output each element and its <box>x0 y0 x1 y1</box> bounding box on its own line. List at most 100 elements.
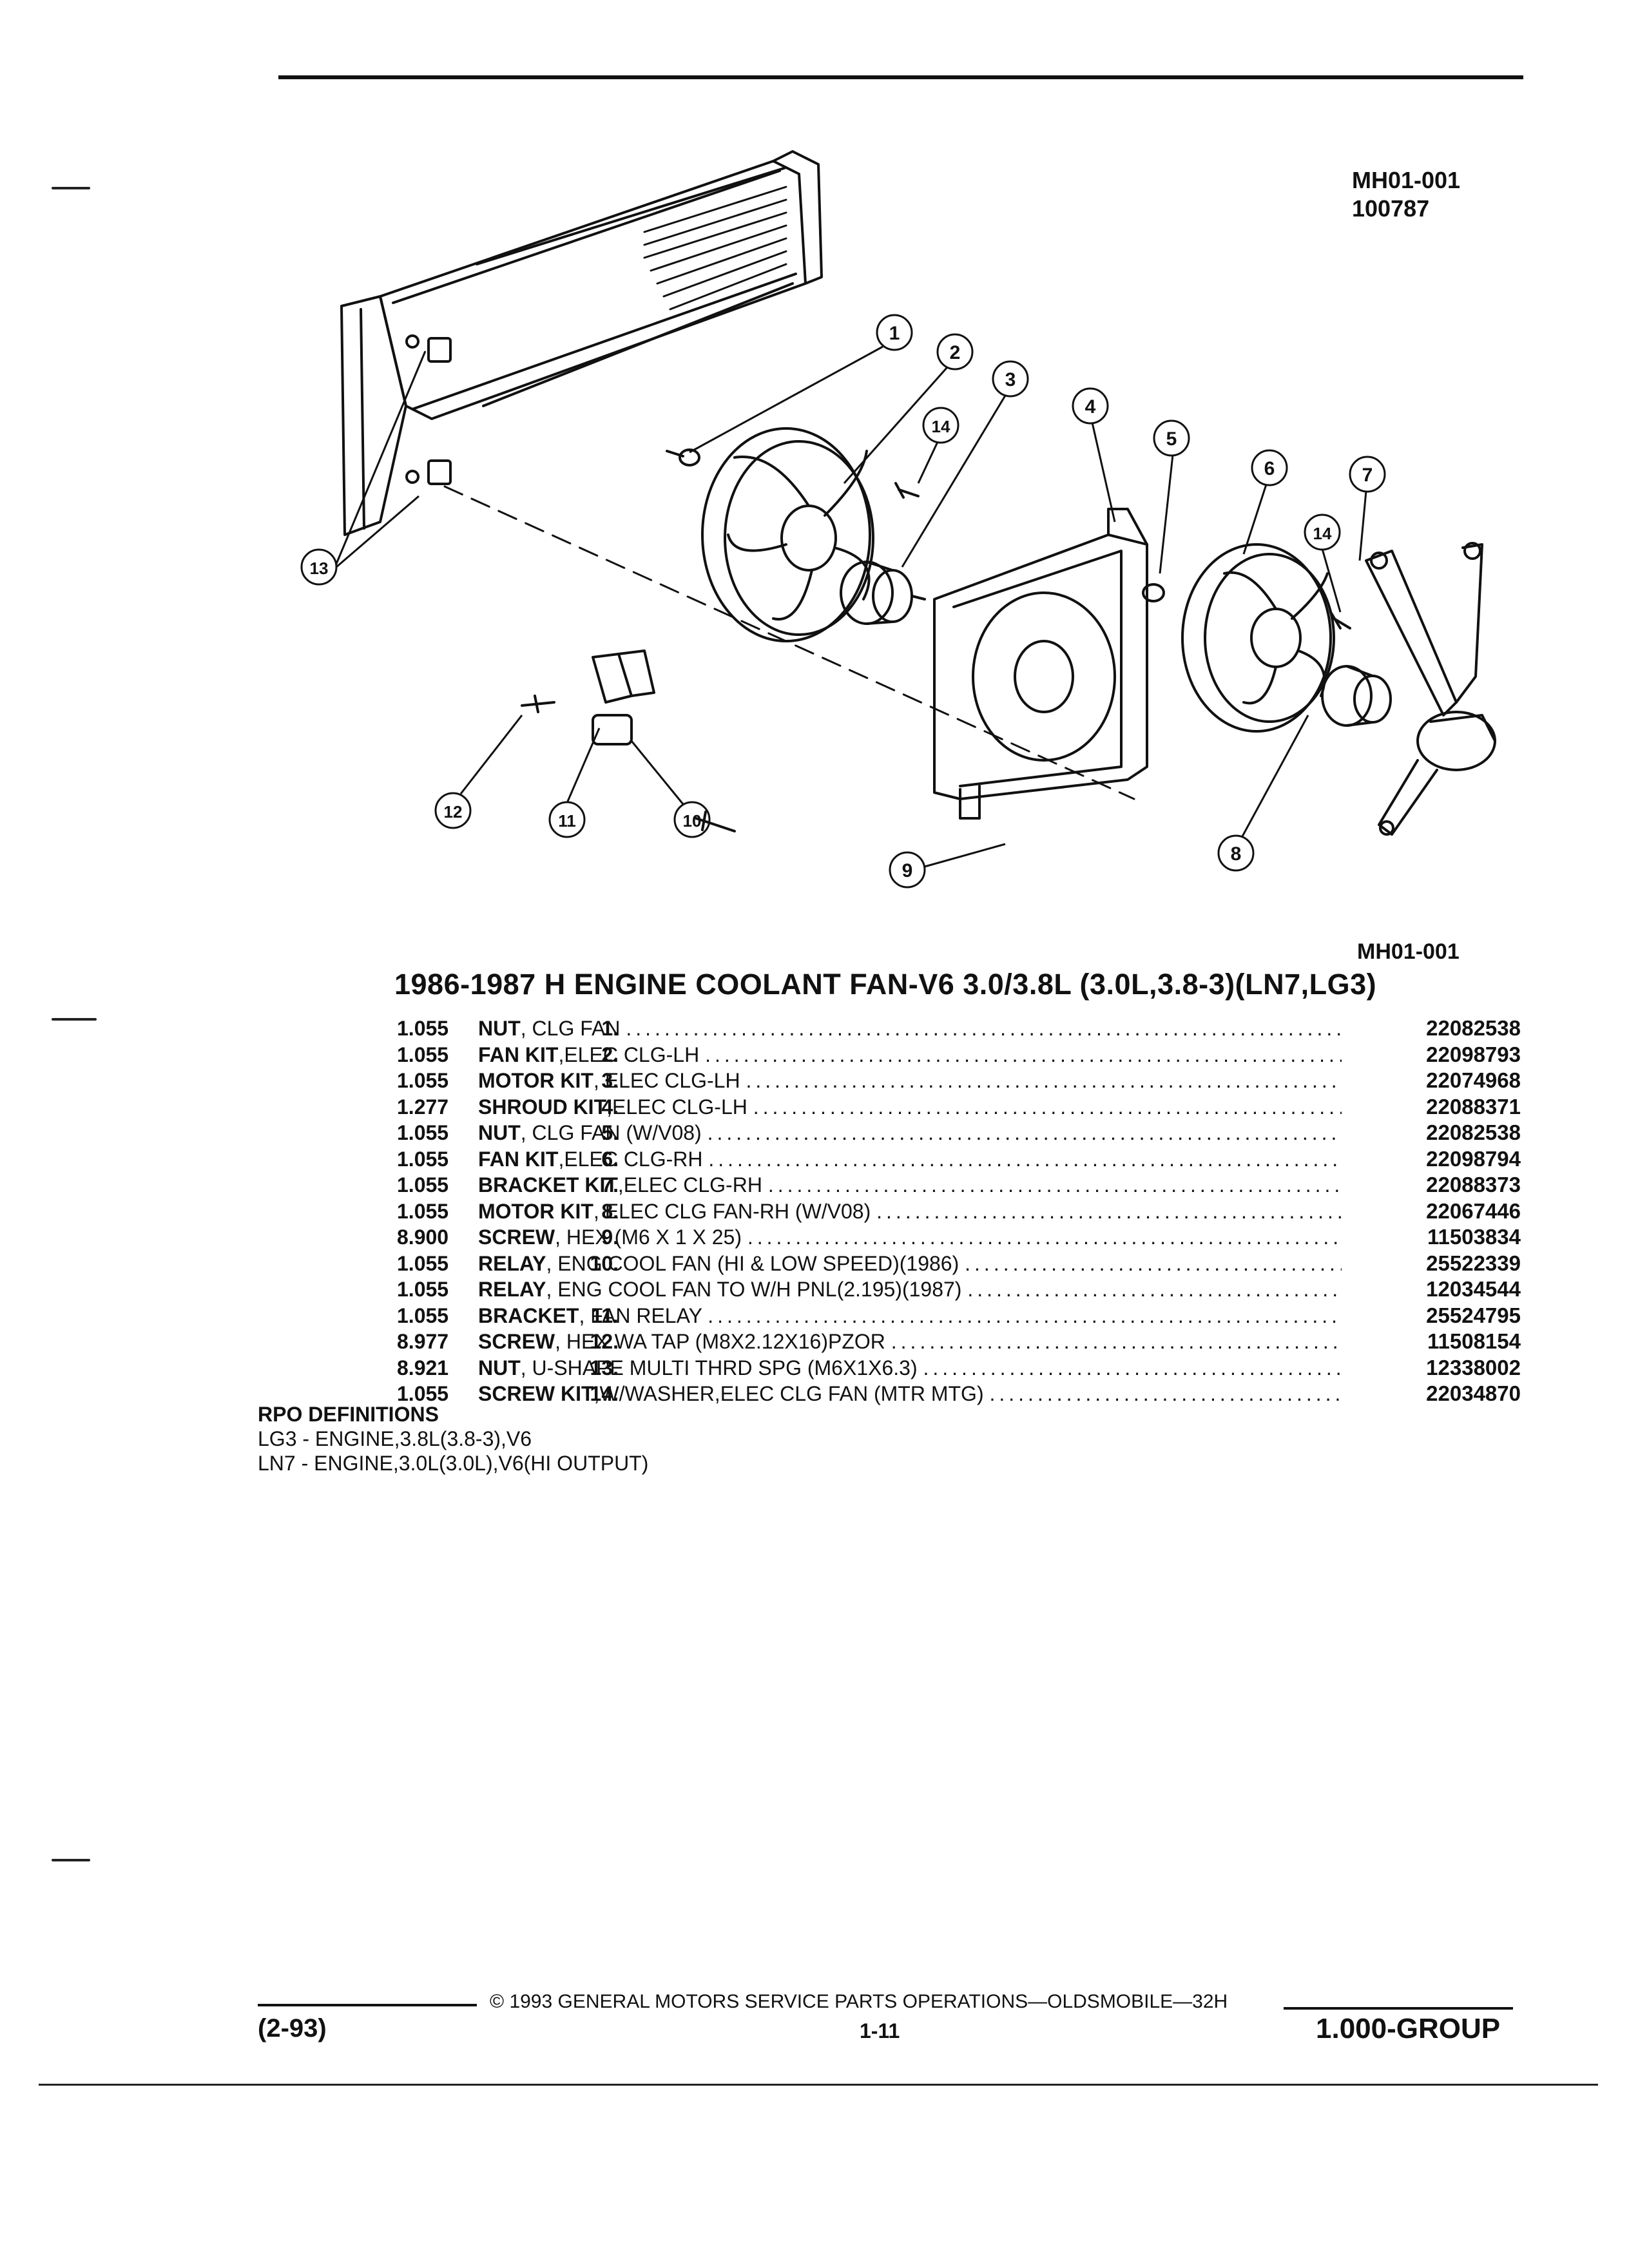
margin-mark <box>52 187 90 189</box>
part-number: 22098794 <box>1426 1146 1521 1171</box>
part-detail: , ENG COOL FAN TO W/H PNL(2.195)(1987) <box>546 1278 962 1301</box>
part-number: 25524795 <box>1426 1303 1521 1327</box>
part-qty: 1.055 <box>397 1382 449 1405</box>
part-index: 12. <box>590 1330 619 1353</box>
radiator <box>340 150 823 536</box>
callout-label: 1 <box>889 323 900 344</box>
dot-leader: ........................................… <box>626 1017 1342 1040</box>
part-row: 8. 1.055 MOTOR KIT, ELEC CLG FAN-RH (W/V08… <box>277 1198 1521 1225</box>
part-description: SCREW KIT,W/WASHER,ELEC CLG FAN (MTR MTG… <box>478 1381 1342 1407</box>
ref-number: 100787 <box>1352 195 1430 222</box>
callout-label: 4 <box>1085 396 1096 418</box>
callout-label: 6 <box>1264 458 1275 479</box>
part-description: NUT, U-SHAPE MULTI THRD SPG (M6X1X6.3) .… <box>478 1355 1342 1381</box>
part-qty: 1.055 <box>397 1251 449 1275</box>
part-description: NUT, CLG FAN ...........................… <box>478 1015 1342 1041</box>
part-name: RELAY <box>478 1251 546 1275</box>
part-description: NUT, CLG FAN (W/V08) ...................… <box>478 1120 1342 1146</box>
callout-label: 9 <box>902 860 913 881</box>
rpo-line: LN7 - ENGINE,3.0L(3.0L),V6(HI OUTPUT) <box>258 1452 649 1475</box>
part-name: MOTOR KIT <box>478 1199 593 1223</box>
dot-leader: ........................................… <box>705 1043 1342 1066</box>
part-detail: ,ELEC CLG-LH <box>558 1043 700 1066</box>
part-number: 11508154 <box>1427 1329 1521 1353</box>
part-qty: 1.055 <box>397 1278 449 1301</box>
part-description: SCREW, HEX (M6 X 1 X 25) ...............… <box>478 1224 1342 1250</box>
copyright-line: © 1993 GENERAL MOTORS SERVICE PARTS OPER… <box>490 1991 1228 2012</box>
part-qty: 8.977 <box>397 1330 449 1353</box>
part-qty: 1.055 <box>397 1043 449 1066</box>
part-name: FAN KIT <box>478 1043 559 1066</box>
part-name: BRACKET KIT <box>478 1173 618 1196</box>
part-number: 22067446 <box>1426 1198 1521 1223</box>
part-number: 12034544 <box>1426 1277 1521 1301</box>
ref-code: MH01-001 <box>1352 167 1461 193</box>
part-detail: , CLG FAN <box>520 1017 621 1040</box>
part-qty: 1.277 <box>397 1095 449 1119</box>
part-name: SCREW <box>478 1225 555 1249</box>
part-detail: , ELEC CLG FAN-RH (W/V08) <box>593 1199 871 1223</box>
dot-leader: ........................................… <box>767 1173 1342 1196</box>
dot-leader: ........................................… <box>708 1147 1342 1171</box>
callout-label: 10 <box>683 811 702 831</box>
part-number: 22034870 <box>1426 1381 1521 1405</box>
section-title: 1986-1987 H ENGINE COOLANT FAN-V6 3.0/3.… <box>394 968 1377 1001</box>
part-detail: ,ELEC CLG-RH <box>617 1173 762 1196</box>
part-name: NUT <box>478 1121 521 1144</box>
part-qty: 1.055 <box>397 1173 449 1196</box>
part-number: 25522339 <box>1426 1251 1521 1275</box>
dot-leader: ........................................… <box>746 1069 1342 1092</box>
callout-label: 11 <box>558 811 576 831</box>
part-name: NUT <box>478 1356 521 1379</box>
part-description: SCREW, HEX WA TAP (M8X2.12X16)PZOR .....… <box>478 1329 1342 1354</box>
callout-label: 7 <box>1362 465 1373 486</box>
bottom-scan-line <box>39 2084 1598 2086</box>
rpo-definitions: RPO DEFINITIONS LG3 - ENGINE,3.8L(3.8-3)… <box>258 1402 648 1475</box>
part-number: 22082538 <box>1426 1120 1521 1144</box>
part-description: RELAY, ENG COOL FAN (HI & LOW SPEED)(198… <box>478 1251 1342 1276</box>
page-number: 1-11 <box>860 2019 900 2042</box>
part-index: 8. <box>601 1199 619 1223</box>
part-description: SHROUD KIT,ELEC CLG-LH .................… <box>478 1094 1342 1120</box>
callout-label: 5 <box>1166 428 1177 450</box>
part-name: SCREW <box>478 1330 555 1353</box>
callout-label: 14 <box>932 417 950 436</box>
part-qty: 1.055 <box>397 1147 449 1171</box>
part-description: FAN KIT,ELEC CLG-RH ....................… <box>478 1146 1342 1172</box>
part-detail: ,W/WASHER,ELEC CLG FAN (MTR MTG) <box>593 1382 984 1405</box>
part-description: MOTOR KIT, ELEC CLG-LH .................… <box>478 1068 1342 1093</box>
part-row: 4. 1.277 SHROUD KIT,ELEC CLG-LH ..........… <box>277 1094 1521 1120</box>
dot-leader: ........................................… <box>989 1382 1342 1405</box>
part-detail: , HEX (M6 X 1 X 25) <box>555 1225 742 1249</box>
part-index: 9. <box>601 1225 619 1249</box>
part-number: 11503834 <box>1427 1225 1521 1249</box>
dot-leader: ........................................… <box>923 1356 1342 1379</box>
part-name: RELAY <box>478 1278 546 1301</box>
part-qty: 1.055 <box>397 1303 449 1327</box>
part-description: FAN KIT,ELEC CLG-LH ....................… <box>478 1042 1342 1068</box>
part-detail: , CLG FAN (W/V08) <box>520 1121 702 1144</box>
part-row: 1.055 RELAY, ENG COOL FAN TO W/H PNL(2.19… <box>277 1276 1521 1303</box>
part-index: 10. <box>590 1251 619 1275</box>
part-row: 7. 1.055 BRACKET KIT,ELEC CLG-RH .........… <box>277 1172 1521 1198</box>
part-description: RELAY, ENG COOL FAN TO W/H PNL(2.195)(19… <box>478 1276 1342 1302</box>
part-qty: 8.900 <box>397 1225 449 1249</box>
part-detail: , HEX WA TAP (M8X2.12X16)PZOR <box>555 1330 885 1353</box>
part-number: 22098793 <box>1426 1042 1521 1066</box>
part-index: 7. <box>601 1173 619 1196</box>
callout-label: 13 <box>310 559 329 578</box>
part-detail: ,ELEC CLG-RH <box>558 1147 703 1171</box>
part-index: 4. <box>601 1095 619 1119</box>
part-qty: 1.055 <box>397 1069 449 1092</box>
part-qty: 1.055 <box>397 1199 449 1223</box>
dot-leader: ........................................… <box>891 1330 1342 1353</box>
part-qty: 1.055 <box>397 1121 449 1144</box>
part-name: BRACKET <box>478 1303 579 1327</box>
fan-left <box>701 427 874 642</box>
top-rule <box>278 75 1523 79</box>
figure-reference-bottom: MH01-001 <box>1357 939 1460 964</box>
